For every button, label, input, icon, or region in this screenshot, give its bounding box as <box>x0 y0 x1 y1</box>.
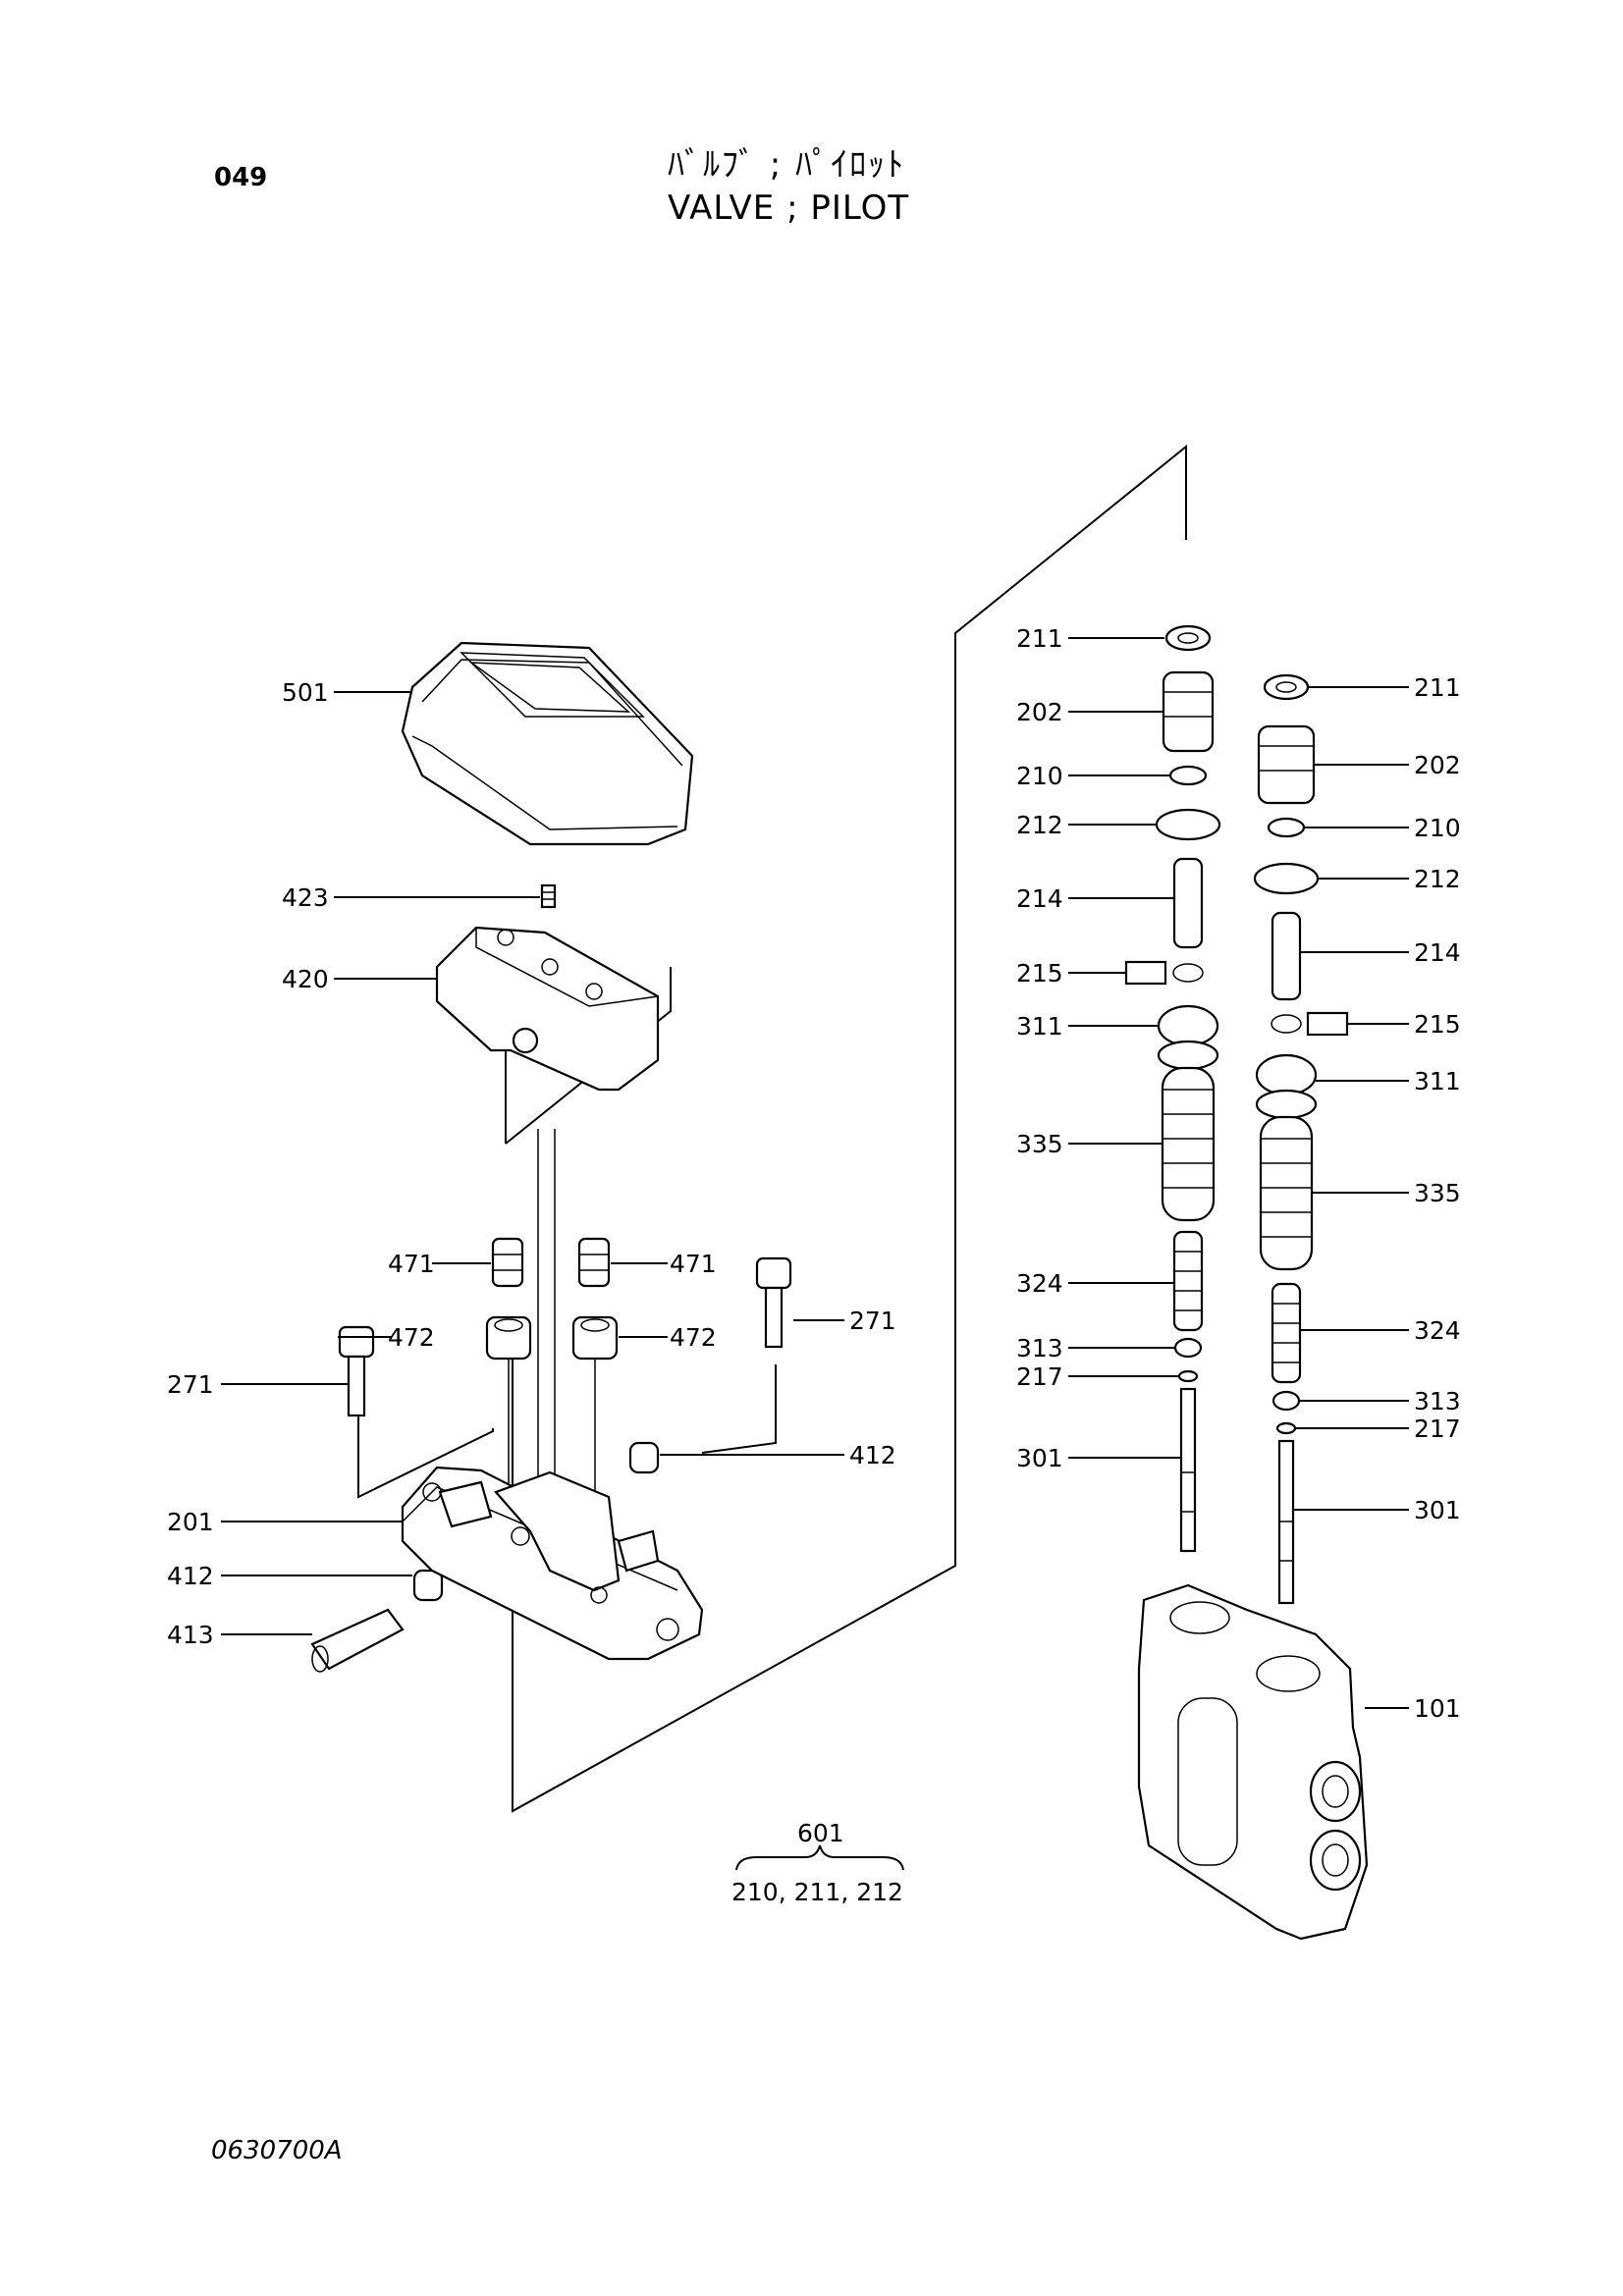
part-101-valve-body <box>1137 1583 1369 1941</box>
right-valve-stack <box>1253 673 1349 1605</box>
callout-413: 413 <box>167 1621 214 1649</box>
spring-324-left <box>1172 1230 1204 1332</box>
kit-number: 601 <box>797 1819 844 1847</box>
callout-423: 423 <box>282 883 329 912</box>
callout-215-center: 215 <box>1016 959 1063 988</box>
callout-335-right: 335 <box>1414 1179 1461 1207</box>
callout-324-center: 324 <box>1016 1269 1063 1298</box>
assembly-outline <box>357 444 1187 1813</box>
part-501-boot <box>401 641 694 846</box>
callout-201: 201 <box>167 1508 214 1536</box>
callout-214-right: 214 <box>1414 938 1461 967</box>
callout-501: 501 <box>282 678 329 707</box>
callout-324-right: 324 <box>1414 1316 1461 1345</box>
callout-212-center: 212 <box>1016 811 1063 839</box>
part-201-casing <box>401 1466 704 1661</box>
spring-335-right <box>1259 1115 1314 1271</box>
callout-211-right: 211 <box>1414 673 1461 702</box>
callout-301-right: 301 <box>1414 1496 1461 1524</box>
leader-lines <box>221 637 1409 1709</box>
spring-324-right <box>1271 1282 1302 1384</box>
part-413-pin <box>310 1608 405 1673</box>
callout-217-center: 217 <box>1016 1362 1063 1391</box>
callout-202-right: 202 <box>1414 751 1461 779</box>
callout-202-center: 202 <box>1016 698 1063 726</box>
callout-101-right: 101 <box>1414 1694 1461 1723</box>
callout-210-right: 210 <box>1414 814 1461 842</box>
callout-271-left: 271 <box>167 1370 214 1399</box>
title-english: VALVE ; PILOT <box>668 188 910 228</box>
callout-471-right: 471 <box>670 1250 717 1278</box>
callout-211-center: 211 <box>1016 624 1063 653</box>
callout-471-left: 471 <box>388 1250 435 1278</box>
callout-301-center: 301 <box>1016 1444 1063 1472</box>
callout-214-center: 214 <box>1016 884 1063 913</box>
part-472-nuts <box>485 1129 619 1512</box>
callout-210-center: 210 <box>1016 762 1063 790</box>
callout-472-right: 472 <box>670 1323 717 1352</box>
kit-contents: 210, 211, 212 <box>731 1878 903 1906</box>
part-412-bushings <box>412 1441 660 1602</box>
callout-313-center: 313 <box>1016 1334 1063 1362</box>
part-423-set-screw <box>540 883 557 909</box>
callout-271-right: 271 <box>849 1307 896 1335</box>
kit-brace <box>735 1844 904 1871</box>
title-japanese: ﾊﾞﾙﾌﾞ ; ﾊﾟｲﾛｯﾄ <box>668 145 906 185</box>
callout-212-right: 212 <box>1414 865 1461 893</box>
spring-335-left <box>1161 1066 1216 1222</box>
part-471-pins <box>491 1237 611 1288</box>
callout-215-right: 215 <box>1414 1010 1461 1039</box>
callout-335-center: 335 <box>1016 1130 1063 1158</box>
document-code: 0630700A <box>211 2136 343 2165</box>
callout-labels: 501 423 420 471 471 472 472 271 271 412 … <box>167 624 1461 1906</box>
callout-412-left: 412 <box>167 1562 214 1590</box>
part-420-plate <box>435 926 660 1092</box>
callout-472-left: 472 <box>388 1323 435 1352</box>
page-number: 049 <box>214 163 268 192</box>
callout-420: 420 <box>282 965 329 993</box>
callout-217-right: 217 <box>1414 1415 1461 1443</box>
part-271-screws <box>338 1256 792 1417</box>
callout-311-center: 311 <box>1016 1012 1063 1041</box>
center-valve-stack <box>1124 624 1221 1553</box>
callout-311-right: 311 <box>1414 1067 1461 1095</box>
callout-313-right: 313 <box>1414 1387 1461 1415</box>
callout-412-right: 412 <box>849 1441 896 1469</box>
